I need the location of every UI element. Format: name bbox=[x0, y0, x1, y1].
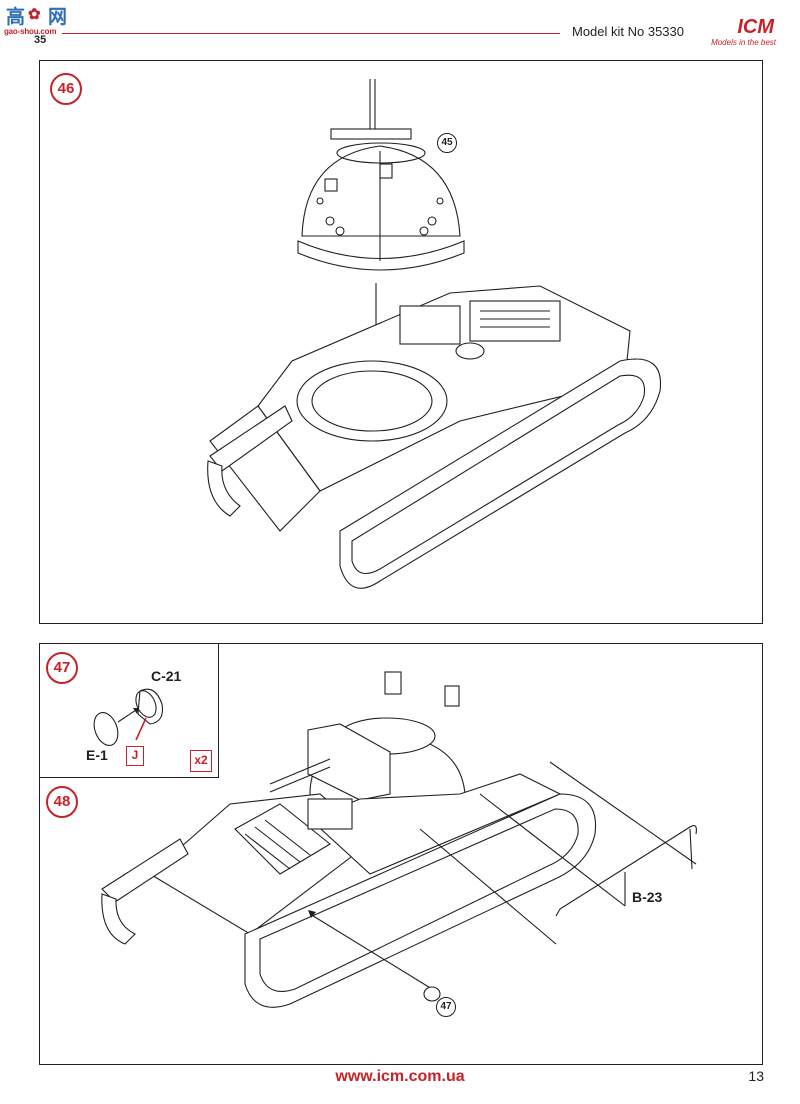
watermark-url: gao-shou.com bbox=[4, 27, 57, 36]
reference-step-47: 47 bbox=[436, 997, 456, 1017]
reference-step-45: 45 bbox=[437, 133, 457, 153]
track-icon bbox=[207, 358, 662, 589]
light-lens-icon bbox=[93, 688, 164, 746]
multiplier-badge: x2 bbox=[190, 750, 212, 772]
tank-hull-icon bbox=[209, 285, 631, 532]
tank-assembled-icon bbox=[149, 671, 562, 935]
footer-website: www.icm.com.ua bbox=[335, 1068, 465, 1085]
step-46-panel: 46 45 bbox=[39, 60, 763, 624]
step-47-48-drawing bbox=[93, 671, 697, 1008]
page-header: 高 ✿ 网 gao-shou.com 35 Model kit No 35330… bbox=[0, 0, 800, 50]
leader-line bbox=[479, 793, 626, 907]
part-label-c21: C-21 bbox=[151, 668, 182, 684]
turret-icon bbox=[297, 142, 465, 271]
watermark-partial-number: 35 bbox=[34, 34, 47, 46]
step-number-47: 47 bbox=[46, 652, 78, 684]
logo-tagline: Models in the best bbox=[711, 38, 776, 47]
step-47-inset bbox=[40, 644, 219, 778]
part-label-e1: E-1 bbox=[86, 747, 108, 763]
part-label-b23: B-23 bbox=[632, 889, 663, 905]
watermark: 高 ✿ 网 gao-shou.com 35 bbox=[4, 2, 74, 46]
leader-line bbox=[309, 913, 433, 990]
railing-icon bbox=[555, 825, 697, 917]
glue-code-j: J bbox=[126, 746, 144, 766]
logo-text: ICM bbox=[737, 16, 774, 38]
track-assembled-icon bbox=[101, 793, 597, 1008]
watermark-glyph-1: 高 bbox=[6, 7, 26, 28]
watermark-glyph-2: 网 bbox=[48, 7, 68, 28]
step-number-48: 48 bbox=[46, 786, 78, 818]
step-46-drawing bbox=[207, 79, 662, 589]
kit-number: Model kit No 35330 bbox=[571, 24, 684, 39]
step-number-46: 46 bbox=[50, 73, 82, 105]
leader-line bbox=[419, 828, 557, 945]
page-number: 13 bbox=[748, 1068, 764, 1084]
flower-icon: ✿ bbox=[28, 6, 41, 23]
icm-logo: ICM Models in the best bbox=[700, 16, 780, 50]
header-rule bbox=[62, 33, 560, 34]
leader-line bbox=[549, 761, 697, 865]
step-47-48-panel: 47 C-21 E-1 J x2 48 B-23 47 bbox=[39, 643, 763, 1065]
antenna-icon bbox=[330, 79, 412, 140]
